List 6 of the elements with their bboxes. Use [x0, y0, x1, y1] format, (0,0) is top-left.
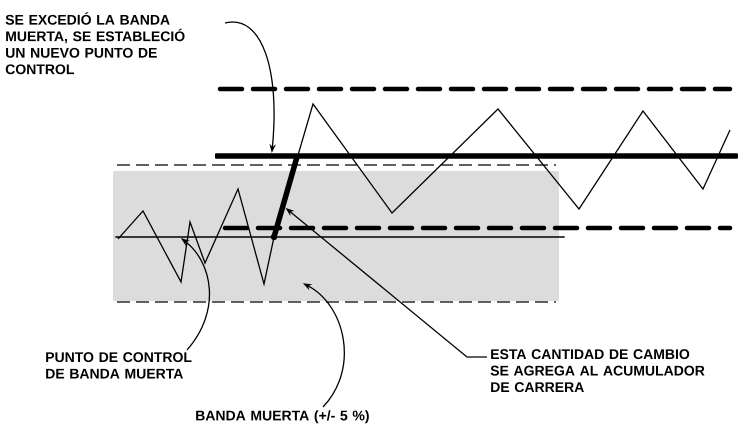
shaded-band: [113, 171, 559, 301]
callout-text: PUNTO DE CONTROL DE BANDA MUERTA: [46, 352, 192, 379]
callout-text: ESTA CANTIDAD DE CAMBIO SE AGREGA AL ACUMULADOR DE CARRERA: [490, 349, 705, 392]
callout-text: SE EXCEDIÓ LA BANDA MUERTA, SE ESTABLECIÓ UN NUEVO PUNTO DE CONTROL: [6, 12, 185, 74]
thick-segment: [272, 156, 300, 238]
callout-text: BANDA MUERTA (+/- 5 %): [196, 410, 369, 424]
